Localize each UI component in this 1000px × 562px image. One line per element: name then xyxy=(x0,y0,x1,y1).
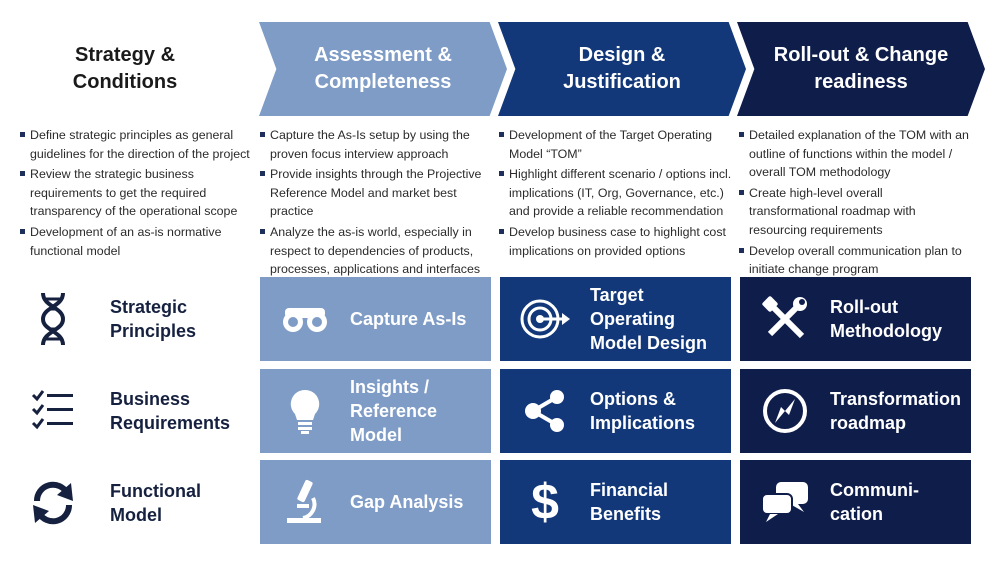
phase-title: Strategy & Conditions xyxy=(72,44,178,93)
checklist-icon xyxy=(26,384,80,438)
phase-title: Assessment & Completeness xyxy=(314,44,452,93)
bullet-list-assessment: Capture the As-Is setup by using the pro… xyxy=(260,126,495,281)
phase-title: Design & Justification xyxy=(563,44,681,93)
dna-icon xyxy=(26,292,80,346)
phase-rollout-change: Roll-out & Change readiness xyxy=(737,22,985,116)
row-label-text: Strategic Principles xyxy=(110,297,197,341)
bullet-item: Review the strategic business requiremen… xyxy=(20,165,255,221)
tools-icon xyxy=(740,277,830,361)
card-insights-reference-model: Insights / Reference Model xyxy=(260,369,491,453)
card-financial-benefits: $ Financial Benefits xyxy=(500,460,731,544)
card-rollout-methodology: Roll-out Methodology xyxy=(740,277,971,361)
card-label: Gap Analysis xyxy=(350,492,464,512)
card-label: Transformation roadmap xyxy=(830,389,962,433)
row-label-text: Business Requirements xyxy=(110,389,231,433)
bullet-item: Provide insights through the Projective … xyxy=(260,165,495,221)
card-label: Financial Benefits xyxy=(590,480,669,524)
bullet-item: Detailed explanation of the TOM with an … xyxy=(739,126,974,182)
card-communication: Communi-cation xyxy=(740,460,971,544)
card-label: Communi-cation xyxy=(830,480,919,524)
bullet-item: Analyze the as-is world, especially in r… xyxy=(260,223,495,279)
phase-strategy-conditions: Strategy & Conditions xyxy=(0,22,250,116)
bullet-item: Development of the Target Operating Mode… xyxy=(499,126,734,163)
bullet-list-rollout: Detailed explanation of the TOM with an … xyxy=(739,126,974,281)
dollar-icon: $ xyxy=(531,474,559,530)
bullet-item: Develop business case to highlight cost … xyxy=(499,223,734,260)
bullet-item: Define strategic principles as general g… xyxy=(20,126,255,163)
phase-title: Roll-out & Change readiness xyxy=(773,44,949,93)
chat-bubbles-icon xyxy=(740,460,830,544)
card-label: Capture As-Is xyxy=(350,309,467,329)
row-label-strategic-principles: Strategic Principles xyxy=(26,279,251,359)
bullet-list-design: Development of the Target Operating Mode… xyxy=(499,126,734,262)
card-target-operating-model: Target Operating Model Design xyxy=(500,277,731,361)
row-label-business-requirements: Business Requirements xyxy=(26,371,251,451)
microscope-icon xyxy=(260,460,350,544)
bullet-item: Development of an as-is normative functi… xyxy=(20,223,255,260)
bullet-item: Highlight different scenario / options i… xyxy=(499,165,734,221)
card-capture-as-is: Capture As-Is xyxy=(260,277,491,361)
card-options-implications: Options & Implications xyxy=(500,369,731,453)
card-transformation-roadmap: Transformation roadmap xyxy=(740,369,971,453)
card-label: Insights / Reference Model xyxy=(350,377,438,445)
phase-assessment-completeness: Assessment & Completeness xyxy=(259,22,507,116)
bullet-list-strategy: Define strategic principles as general g… xyxy=(20,126,255,262)
compass-icon xyxy=(740,369,830,453)
card-label: Target Operating Model Design xyxy=(590,285,708,353)
card-label: Roll-out Methodology xyxy=(830,297,942,341)
share-icon xyxy=(500,369,590,453)
bullet-item: Capture the As-Is setup by using the pro… xyxy=(260,126,495,163)
binoculars-icon xyxy=(260,277,350,361)
bullet-item: Develop overall communication plan to in… xyxy=(739,242,974,279)
target-icon xyxy=(500,277,590,361)
row-label-text: Functional Model xyxy=(110,481,201,525)
phase-design-justification: Design & Justification xyxy=(498,22,746,116)
bullet-item: Create high-level overall transformation… xyxy=(739,184,974,240)
card-gap-analysis: Gap Analysis xyxy=(260,460,491,544)
cycle-arrows-icon xyxy=(26,476,80,530)
card-label: Options & Implications xyxy=(590,389,696,433)
lightbulb-icon xyxy=(260,369,350,453)
row-label-functional-model: Functional Model xyxy=(26,463,251,543)
